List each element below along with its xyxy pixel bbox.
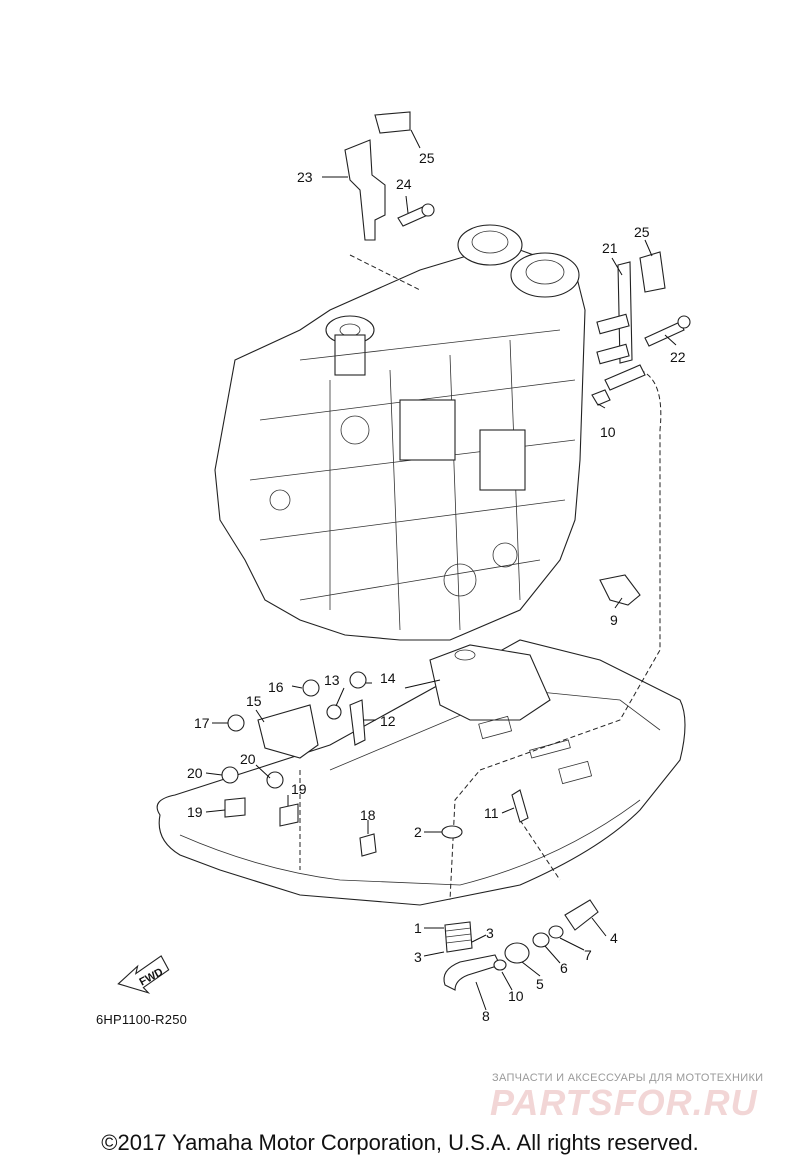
callout-20-left: 20 [187, 765, 203, 781]
callout-19-left: 19 [187, 804, 203, 820]
copyright-notice: ©2017 Yamaha Motor Corporation, U.S.A. A… [101, 1130, 699, 1155]
callout-labels: 25 23 24 21 25 22 10 9 14 13 12 16 15 17… [187, 150, 686, 1024]
engine-block [214, 224, 586, 641]
leader-lines [205, 129, 677, 1011]
callout-4: 4 [610, 930, 618, 946]
callout-11: 11 [484, 805, 499, 821]
small-parts [221, 111, 691, 991]
callout-1: 1 [414, 920, 422, 936]
callout-25-right: 25 [634, 224, 650, 240]
callout-3-left: 3 [414, 949, 422, 965]
callout-24: 24 [396, 176, 412, 192]
callout-2: 2 [414, 824, 422, 840]
callout-3-right: 3 [486, 925, 494, 941]
callout-10-bottom: 10 [508, 988, 524, 1004]
callout-20-right: 20 [240, 751, 256, 767]
routing-lines [299, 254, 662, 901]
callout-17: 17 [194, 715, 210, 731]
bottom-cowling [156, 639, 686, 906]
callout-19-right: 19 [291, 781, 307, 797]
callout-7: 7 [584, 947, 592, 963]
watermark-brand: PARTSFOR.RU [490, 1082, 758, 1123]
callout-12: 12 [380, 713, 396, 729]
callout-9: 9 [610, 612, 618, 628]
drawing-code: 6HP1100-R250 [96, 1012, 188, 1027]
callout-21: 21 [602, 240, 618, 256]
callout-5: 5 [536, 976, 544, 992]
watermark-tagline: ЗАПЧАСТИ И АКСЕССУАРЫ ДЛЯ МОТОТЕХНИКИ [492, 1072, 764, 1084]
callout-16: 16 [268, 679, 284, 695]
callout-18: 18 [360, 807, 376, 823]
callout-6: 6 [560, 960, 568, 976]
callout-25-top: 25 [419, 150, 435, 166]
callout-13: 13 [324, 672, 340, 688]
callout-10-top: 10 [600, 424, 616, 440]
callout-23: 23 [297, 169, 313, 185]
fwd-arrow-icon: FWD [117, 955, 170, 994]
callout-14: 14 [380, 670, 396, 686]
callout-8: 8 [482, 1008, 490, 1024]
callout-15: 15 [246, 693, 262, 709]
callout-22: 22 [670, 349, 686, 365]
